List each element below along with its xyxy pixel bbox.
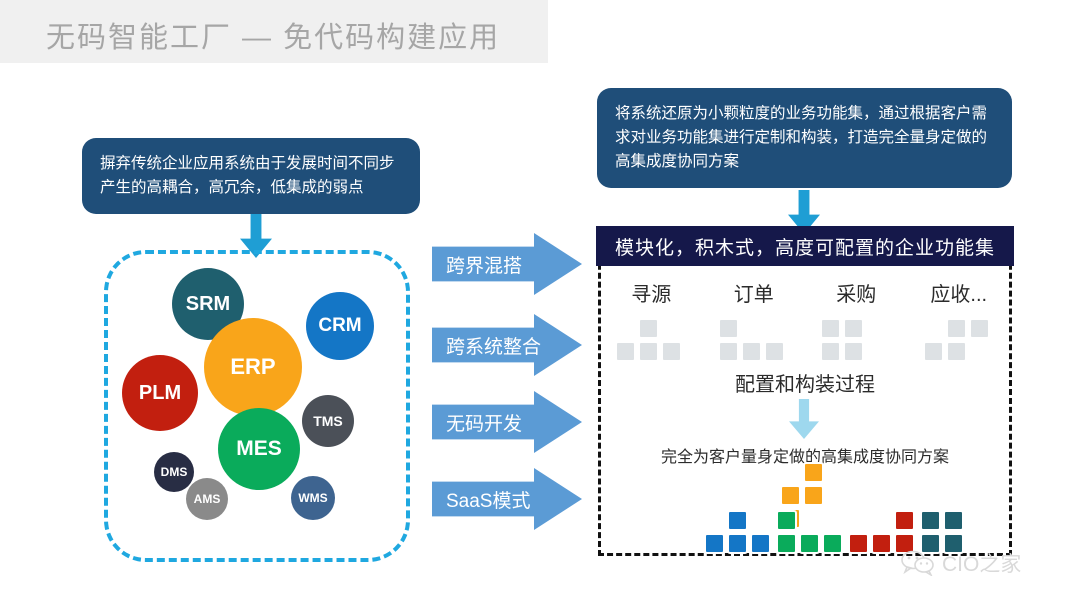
bubble-label: TMS [313,413,343,429]
function-block [820,341,842,362]
category-block-group-2 [703,318,806,366]
function-block [945,318,967,339]
system-bubble-erp[interactable]: ERP [204,318,302,416]
function-block [717,341,739,362]
transition-arrow-label: SaaS模式 [446,490,531,512]
block-grid [820,318,892,366]
transition-arrow-1[interactable]: 跨界混搭 [432,233,582,295]
function-category-2[interactable]: 订单 [733,284,774,306]
panel-header-title: 模块化，积木式，高度可配置的企业功能集 [596,226,1014,266]
category-block-group-3 [805,318,908,366]
function-block [740,341,762,362]
bubble-label: CRM [318,315,362,336]
bubble-label: MES [236,437,282,460]
function-category-4[interactable]: 应收... [930,284,988,306]
system-bubble-srm[interactable]: SRM [172,268,244,340]
assembly-block-orange [803,485,824,506]
system-bubble-mes[interactable]: MES [218,408,300,490]
assembly-block-group-4 [943,510,964,531]
category-block-group-4 [908,318,1011,366]
bubble-label: AMS [193,492,221,506]
process-label: 配置和构装过程 [735,374,875,396]
system-bubble-crm[interactable]: CRM [306,292,374,360]
system-bubble-ams[interactable]: AMS [186,478,228,520]
bubble-label: SRM [185,292,231,315]
bubble-label: WMS [298,491,328,505]
assembly-block-group-1 [727,510,748,531]
bubble-label: ERP [230,354,276,379]
left-callout-box: 摒弃传统企业应用系统由于发展时间不同步产生的高耦合，高冗余，低集成的弱点 [82,138,420,215]
assembly-block-group-3 [894,533,915,554]
transition-arrow-label: 跨界混搭 [446,255,523,277]
function-block [638,318,660,339]
assembly-block-group-4 [920,533,941,554]
block-grid [922,318,995,366]
system-bubble-wms[interactable]: WMS [291,476,335,520]
transition-arrow-2[interactable]: 跨系统整合 [432,314,582,376]
transition-arrow-4[interactable]: SaaS模式 [432,468,582,530]
function-block [638,341,660,362]
page-title: 无码智能工厂 — 免代码构建应用 [46,22,501,54]
assembly-block-group-1 [727,533,748,554]
block-grid [717,318,790,366]
assembly-block-group-2 [776,510,797,531]
transition-arrow-3[interactable]: 无码开发 [432,391,582,453]
function-category-1[interactable]: 寻源 [631,284,672,306]
assembly-block-group-3 [894,510,915,531]
assembly-block-group-3 [871,533,892,554]
assembly-block-group-2 [799,533,820,554]
transition-arrow-label: 跨系统整合 [446,336,542,358]
watermark: CIO之家 [900,548,1021,578]
bubble-label: PLM [138,381,182,404]
assembly-block-group-1 [750,533,771,554]
legacy-systems-panel [104,250,410,562]
function-block [843,341,865,362]
assembly-block-group-2 [776,533,797,554]
right-callout-box: 将系统还原为小颗粒度的业务功能集，通过根据客户需求对业务功能集进行定制和构装，打… [597,88,1012,189]
assembly-block-group-4 [943,533,964,554]
assembly-block-group-1 [704,533,725,554]
wechat-icon [900,550,936,578]
function-block [763,341,785,362]
watermark-text: CIO之家 [942,553,1022,576]
final-solution-label: 完全为客户量身定做的高集成度协同方案 [660,449,949,466]
title-band: 无码智能工厂 — 免代码构建应用 [0,0,548,63]
function-category-3[interactable]: 采购 [836,284,877,306]
assembly-block-orange [780,485,801,506]
assembly-block-group-2 [822,533,843,554]
assembly-block-group-3 [848,533,869,554]
category-blocks-row [600,318,1010,366]
system-bubble-tms[interactable]: TMS [302,395,354,447]
function-block [945,341,967,362]
system-bubble-plm[interactable]: PLM [122,355,198,431]
assembly-block-group-4 [920,510,941,531]
assembly-block-orange [803,462,824,483]
function-block [717,318,739,339]
bubble-label: DMS [160,465,188,479]
function-block [843,318,865,339]
function-block [968,318,990,339]
transition-arrow-label: 无码开发 [446,413,523,435]
assembly-blocks [598,462,1012,554]
block-grid [615,318,687,366]
function-block [661,341,683,362]
function-block [922,341,944,362]
system-bubble-dms[interactable]: DMS [154,452,194,492]
function-block [615,341,637,362]
category-block-group-1 [600,318,703,366]
function-block [820,318,842,339]
category-row: 寻源 订单 采购 应收... [600,278,1010,307]
